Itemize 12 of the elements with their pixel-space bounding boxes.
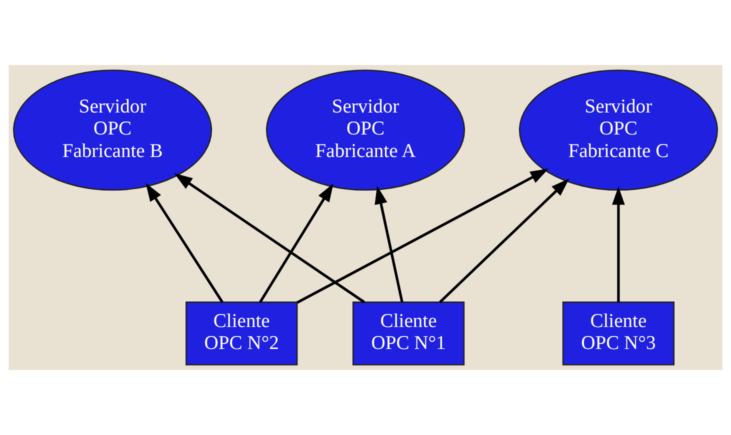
node-ellipse: Servidor OPC Fabricante C (518, 70, 718, 191)
arrow (146, 183, 224, 303)
arrow (439, 178, 570, 304)
arrow (174, 173, 365, 304)
node-box: Cliente OPC N°1 (352, 302, 465, 366)
node-ellipse: Servidor OPC Fabricante A (266, 70, 466, 191)
node-box: Cliente OPC N°2 (186, 302, 298, 366)
arrow (612, 186, 625, 302)
arrow (374, 186, 404, 302)
arrow (296, 168, 549, 304)
arrow (259, 183, 334, 303)
node-box: Cliente OPC N°3 (562, 302, 675, 366)
